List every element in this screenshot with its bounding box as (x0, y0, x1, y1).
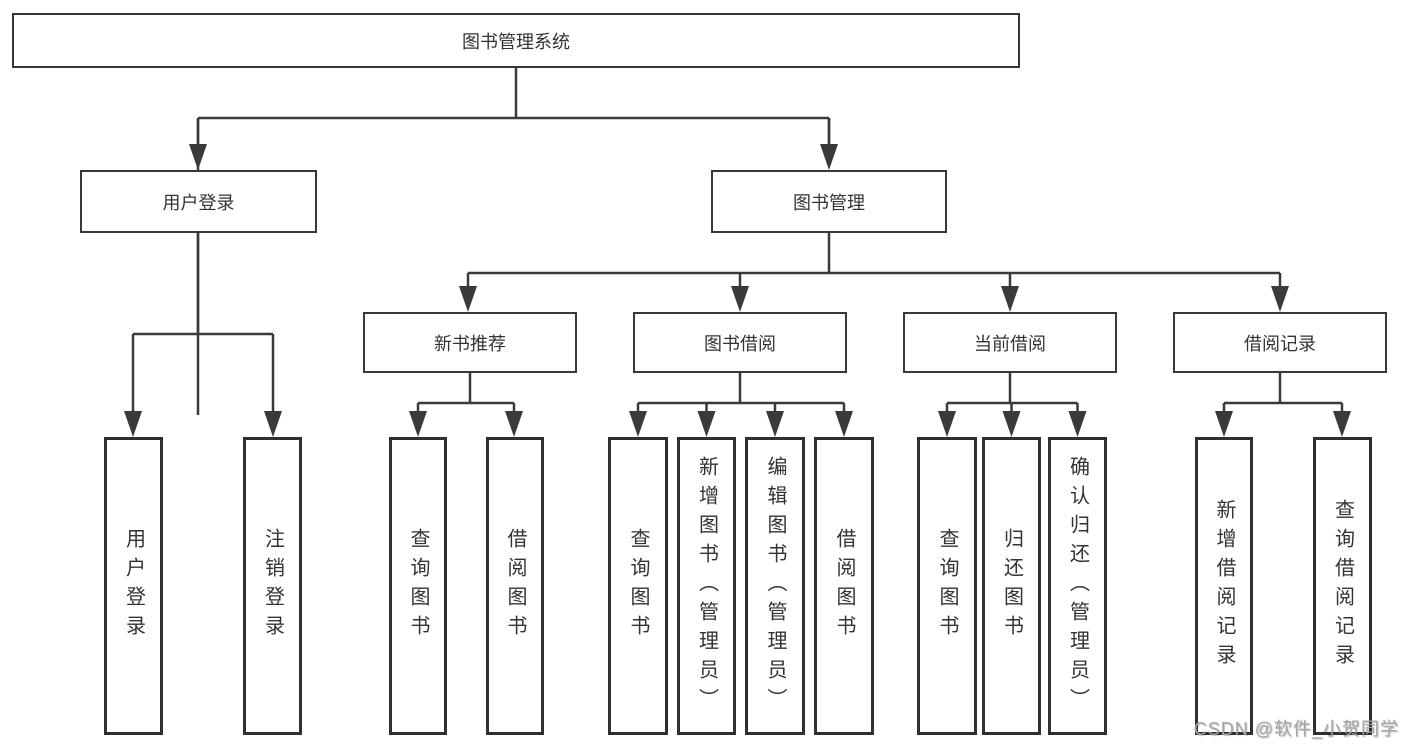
csdn-watermark: CSDN @软件_小贺同学 (1193, 719, 1399, 739)
leaf-return-books: 归还图书 (982, 437, 1041, 735)
leaf-query-books-recommend: 查询图书 (389, 437, 447, 735)
arrowheads (124, 144, 1351, 437)
leaf-borrow-books: 借阅图书 (814, 437, 874, 735)
node-book-management-module: 图书管理 (711, 170, 947, 233)
leaf-add-books-admin: 新增图书（管理员） (677, 437, 736, 735)
node-current-borrow: 当前借阅 (903, 312, 1117, 373)
node-label: 图书借阅 (704, 333, 776, 354)
leaf-label: 查询借阅记录 (1331, 499, 1354, 673)
leaf-query-books-current: 查询图书 (917, 437, 977, 735)
leaf-label: 新增图书（管理员） (695, 455, 718, 717)
node-label: 图书管理系统 (462, 31, 570, 52)
leaf-label: 注销登录 (261, 528, 284, 644)
leaf-logout: 注销登录 (243, 437, 302, 735)
leaf-label: 查询图书 (407, 528, 429, 644)
leaf-user-login: 用户登录 (104, 437, 163, 735)
node-label: 当前借阅 (974, 333, 1046, 354)
leaf-label: 归还图书 (1000, 528, 1023, 644)
leaf-label: 编辑图书（管理员） (764, 455, 786, 717)
leaf-borrow-books-recommend: 借阅图书 (486, 437, 544, 735)
leaf-label: 借阅图书 (833, 528, 855, 644)
leaf-label: 借阅图书 (504, 528, 526, 644)
leaf-label: 新增借阅记录 (1213, 499, 1235, 673)
leaf-edit-books-admin: 编辑图书（管理员） (745, 437, 805, 735)
leaf-query-borrow-record: 查询借阅记录 (1313, 437, 1372, 735)
node-borrow-records: 借阅记录 (1173, 312, 1387, 373)
leaf-query-books-borrow: 查询图书 (608, 437, 668, 735)
leaf-label: 用户登录 (122, 528, 145, 644)
node-label: 借阅记录 (1244, 333, 1316, 354)
leaf-add-borrow-record: 新增借阅记录 (1195, 437, 1253, 735)
node-user-login-module: 用户登录 (80, 170, 317, 233)
node-label: 图书管理 (793, 192, 865, 213)
leaf-label: 确认归还（管理员） (1066, 455, 1089, 717)
node-book-borrow: 图书借阅 (633, 312, 847, 373)
node-label: 新书推荐 (434, 333, 506, 354)
leaf-label: 查询图书 (627, 528, 649, 644)
leaf-confirm-return-admin: 确认归还（管理员） (1048, 437, 1107, 735)
node-new-book-recommend: 新书推荐 (363, 312, 577, 373)
leaf-label: 查询图书 (936, 528, 958, 644)
node-root-library-system: 图书管理系统 (12, 13, 1020, 68)
node-label: 用户登录 (162, 192, 235, 213)
